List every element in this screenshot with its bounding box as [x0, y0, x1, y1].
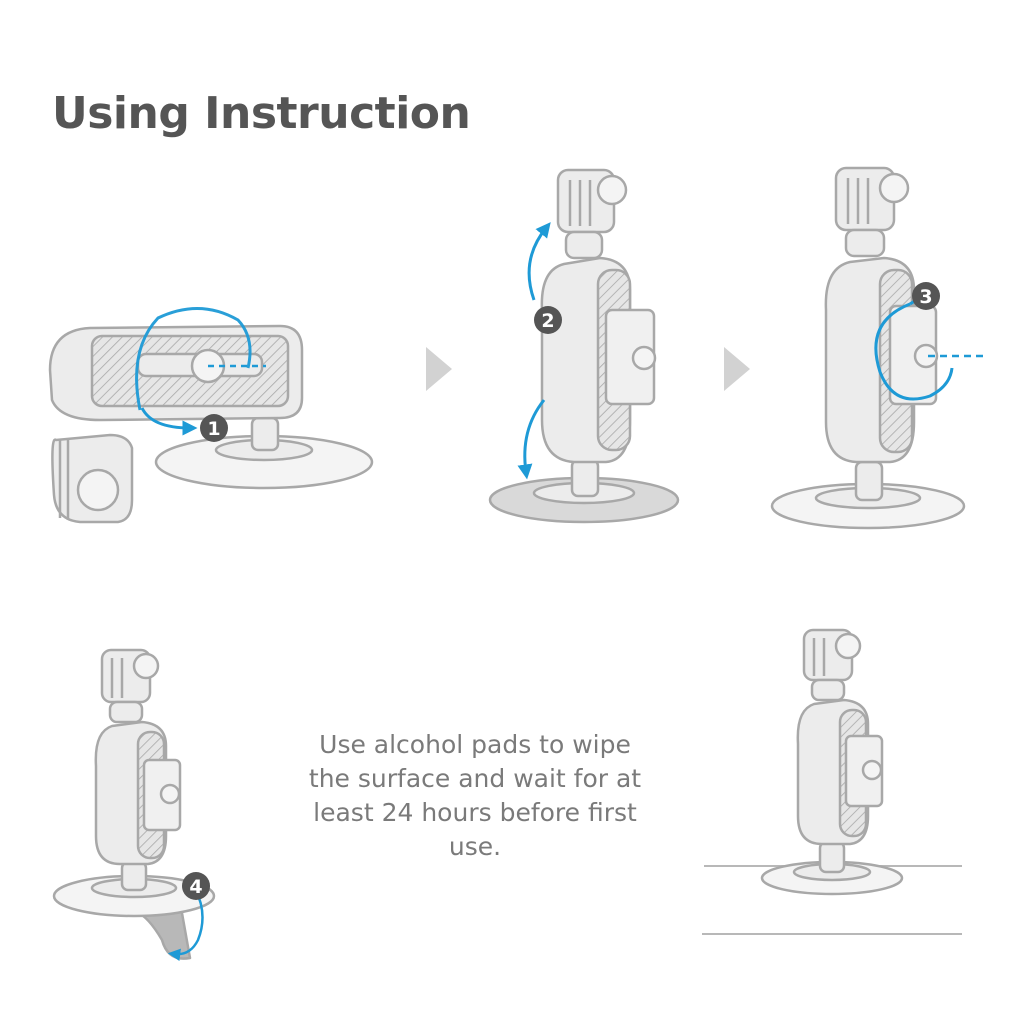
step-4-figure: 4	[52, 648, 216, 961]
step-badge-icon: 2	[534, 306, 562, 334]
chevron-right-icon	[426, 347, 452, 391]
mounted-figure	[702, 628, 962, 935]
step-badge-icon: 4	[182, 872, 210, 900]
step-1-badge-label: 1	[207, 418, 220, 440]
step-2-figure: 2	[488, 168, 680, 524]
step-1-figure: 1	[48, 307, 374, 524]
chevron-right-icon	[724, 347, 750, 391]
step-3-figure: 3	[770, 166, 984, 530]
step-4-badge-label: 4	[189, 876, 202, 898]
step-3-badge-label: 3	[919, 286, 932, 308]
step-badge-icon: 1	[200, 414, 228, 442]
instruction-note: Use alcohol pads to wipe the surface and…	[308, 730, 642, 861]
step-badge-icon: 3	[912, 282, 940, 310]
step-2-badge-label: 2	[541, 310, 554, 332]
page-title: Using Instruction	[52, 88, 471, 139]
